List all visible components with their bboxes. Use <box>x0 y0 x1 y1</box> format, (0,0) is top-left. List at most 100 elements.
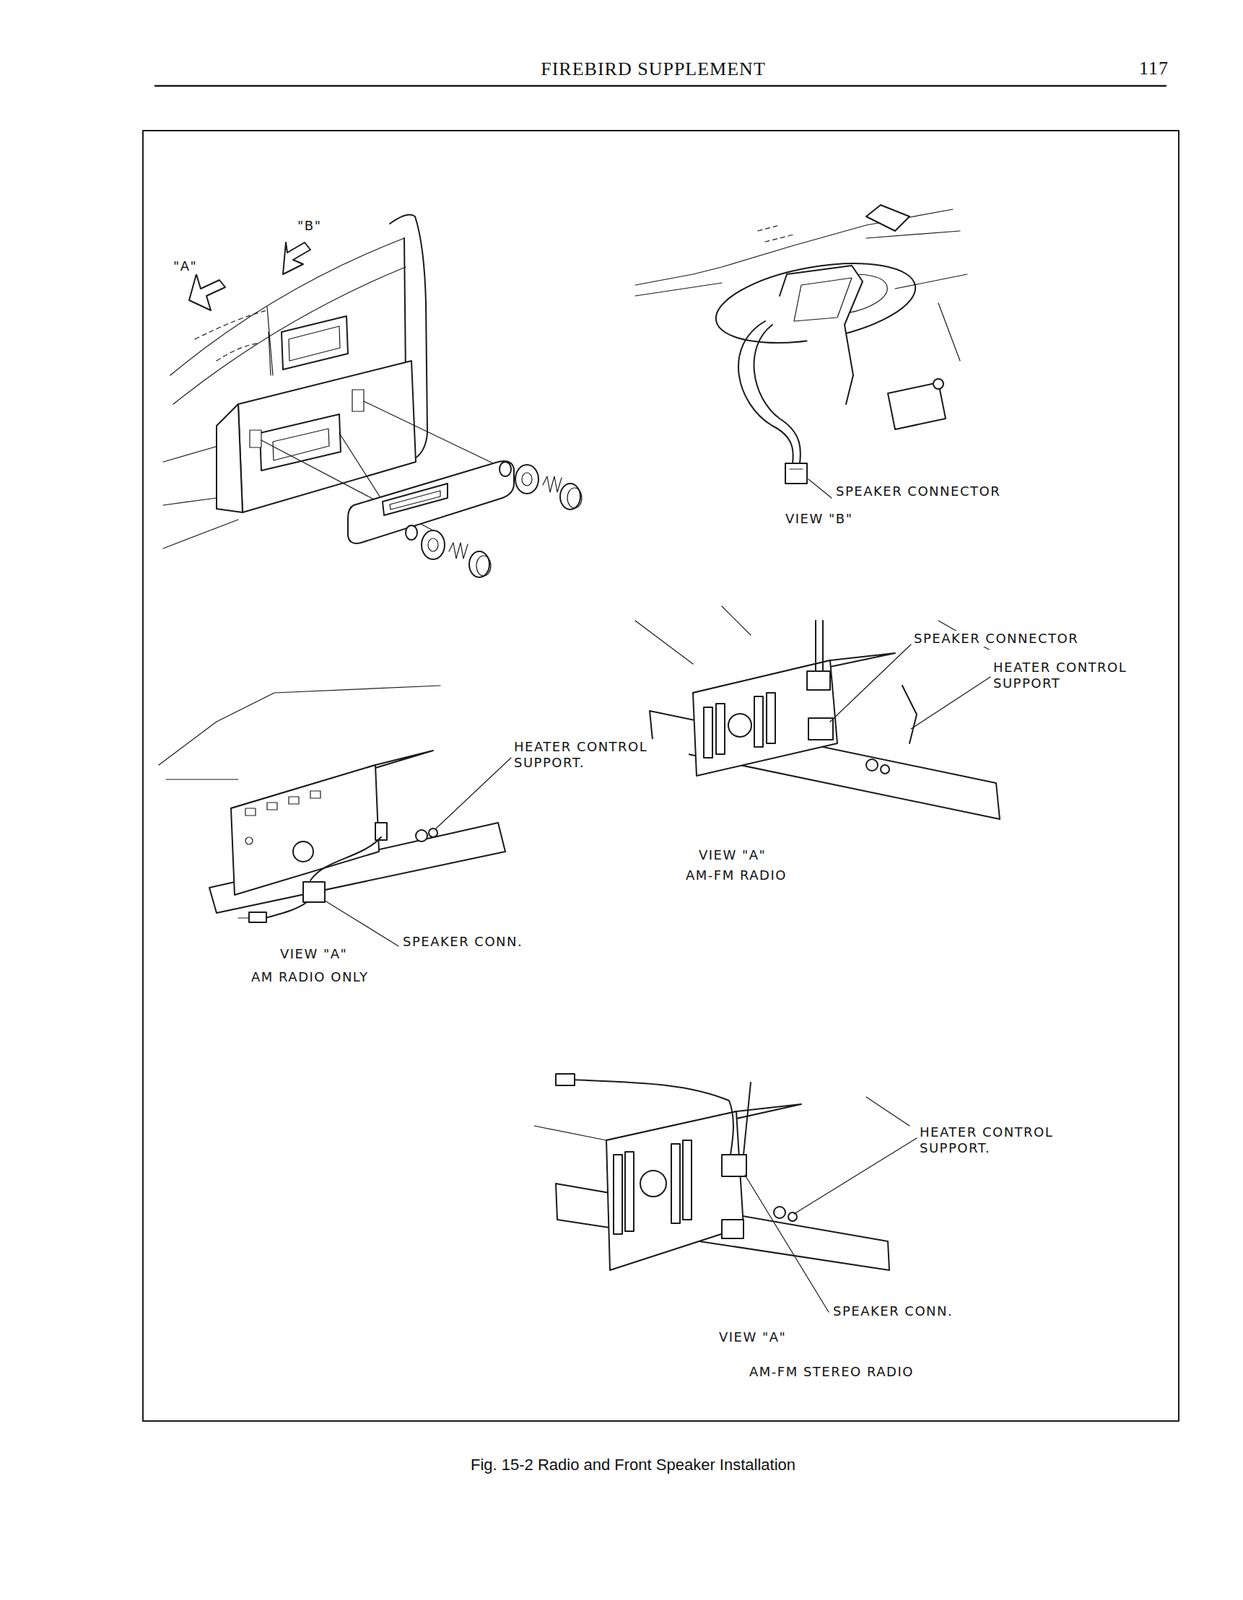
am-radio-illustration-part <box>238 917 250 919</box>
dash-illustration-part <box>216 404 243 513</box>
dash-illustration-part <box>281 316 348 370</box>
part-label: SPEAKER CONN. <box>401 934 525 950</box>
stereo-radio-illustration-part <box>682 1140 692 1220</box>
dash-illustration-part <box>272 428 330 461</box>
amfm-radio-illustration-part <box>716 703 725 755</box>
dash-illustration <box>163 215 582 578</box>
dash-illustration-part <box>259 414 341 471</box>
leader-lines-part <box>830 644 911 722</box>
am-radio-illustration-part <box>249 912 267 923</box>
dash-illustration-part <box>421 530 445 560</box>
view-subtitle: AM-FM STEREO RADIO <box>747 1364 916 1381</box>
view-title: VIEW "A" <box>278 946 349 963</box>
dash-illustration-part <box>499 461 512 477</box>
stereo-radio-illustration-part <box>721 1154 747 1177</box>
view-subtitle: AM RADIO ONLY <box>249 969 370 986</box>
dash-illustration-part <box>194 310 268 340</box>
stereo-radio-illustration <box>534 1074 910 1271</box>
dash-illustration-part <box>352 389 364 412</box>
am-radio-illustration-part <box>158 685 441 780</box>
amfm-radio-illustration-part <box>766 692 776 744</box>
dash-illustration-part <box>282 242 311 275</box>
stereo-radio-illustration-part <box>606 1111 744 1271</box>
speaker-illustration-part <box>635 282 722 296</box>
speaker-illustration-part <box>866 205 910 231</box>
dash-illustration-part <box>515 464 539 494</box>
amfm-radio-illustration-part <box>880 765 890 774</box>
am-radio-illustration-part <box>265 902 307 919</box>
part-label: SPEAKER CONNECTOR <box>912 630 1080 647</box>
part-label: HEATER CONTROL SUPPORT. <box>512 739 689 771</box>
speaker-illustration-part <box>789 468 803 470</box>
speaker-illustration-part <box>887 382 946 430</box>
view-title: VIEW "B" <box>783 511 854 527</box>
dash-illustration-part <box>382 483 448 516</box>
am-radio-illustration-part <box>428 828 438 838</box>
page-frame <box>142 85 1179 1422</box>
am-radio-illustration-part <box>310 791 321 799</box>
speaker-illustration-part <box>866 230 961 239</box>
dash-illustration-part <box>267 306 273 376</box>
amfm-radio-illustration-part <box>807 671 831 691</box>
dash-illustration-part <box>521 472 532 486</box>
leader-lines <box>324 479 991 1313</box>
dash-illustration-part <box>428 538 439 552</box>
am-radio-illustration-part <box>230 765 379 896</box>
part-label: HEATER CONTROL SUPPORT <box>991 659 1168 692</box>
dash-illustration-part <box>163 519 239 549</box>
speaker-illustration-part <box>738 321 794 464</box>
dash-illustration-part <box>249 430 262 448</box>
stereo-radio-illustration-part <box>743 1082 751 1155</box>
amfm-radio-illustration-part <box>815 620 823 672</box>
part-label: SPEAKER CONNECTOR <box>834 483 1002 500</box>
dash-illustration-part <box>405 525 418 540</box>
dash-illustration-part <box>288 326 340 361</box>
part-label: HEATER CONTROL SUPPORT. <box>918 1124 1095 1157</box>
stereo-radio-illustration-part <box>640 1170 667 1197</box>
dash-illustration-part <box>542 476 562 493</box>
amfm-radio-illustration-part <box>754 696 763 748</box>
page-header: FIREBIRD SUPPLEMENT <box>540 58 766 81</box>
amfm-radio-illustration-part <box>728 713 752 737</box>
part-label: SPEAKER CONN. <box>831 1303 955 1320</box>
view-marker: "B" <box>295 217 323 234</box>
leader-lines-part <box>744 1175 829 1313</box>
dash-illustration-part <box>448 542 468 559</box>
amfm-radio-illustration-part <box>703 707 713 758</box>
view-title: VIEW "A" <box>717 1329 788 1346</box>
am-radio-illustration <box>158 685 506 923</box>
am-radio-illustration-part <box>245 808 256 816</box>
view-marker: "A" <box>171 258 199 275</box>
page-number: 117 <box>1139 57 1169 80</box>
dash-illustration-part <box>163 498 217 506</box>
leader-lines-part <box>324 900 399 947</box>
stereo-radio-illustration-part <box>625 1152 634 1232</box>
leader-lines-part <box>808 479 832 499</box>
speaker-illustration-part <box>779 265 863 405</box>
amfm-radio-illustration-part <box>692 660 838 776</box>
am-radio-illustration-part <box>245 837 253 845</box>
dash-illustration-part <box>567 487 582 509</box>
dash-illustration-part <box>404 238 406 376</box>
speaker-illustration-part <box>895 274 968 361</box>
speaker-illustration-part <box>785 463 808 484</box>
stereo-radio-illustration-part <box>570 1079 734 1155</box>
stereo-radio-illustration-part <box>788 1212 797 1222</box>
speaker-illustration-part <box>794 277 852 322</box>
amfm-radio-illustration-part <box>866 759 878 771</box>
speaker-illustration-part <box>757 225 795 242</box>
speaker-illustration-part <box>754 324 801 464</box>
dash-illustration-part <box>170 238 405 376</box>
speaker-illustration <box>635 205 968 484</box>
am-radio-illustration-part <box>267 802 278 810</box>
view-subtitle: AM-FM RADIO <box>684 867 789 884</box>
leader-lines-part <box>910 677 991 730</box>
speaker-illustration-part <box>933 378 944 390</box>
page-frame-part <box>155 85 1166 88</box>
am-radio-illustration-part <box>303 882 325 903</box>
am-radio-illustration-part <box>288 796 299 805</box>
dash-illustration-part <box>261 401 506 531</box>
dash-illustration-part <box>389 490 441 510</box>
leader-lines-part <box>794 1138 917 1215</box>
